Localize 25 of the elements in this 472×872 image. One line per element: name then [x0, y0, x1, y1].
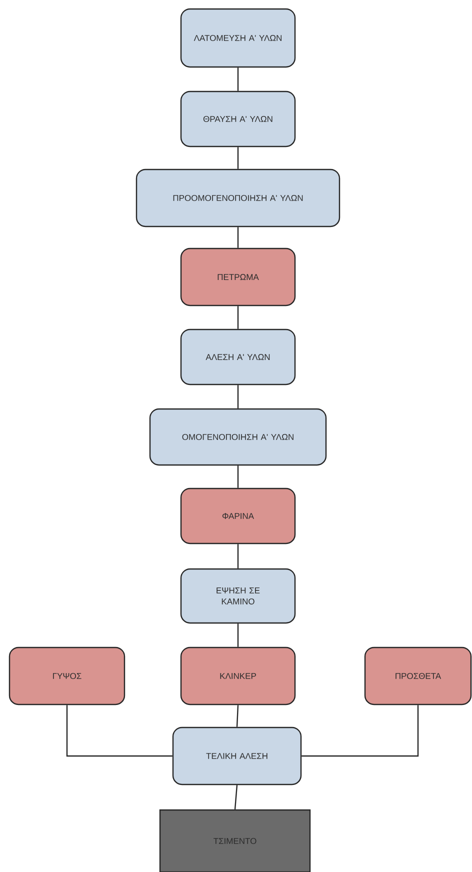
- material-box: ΠΡΟΣΘΕΤΑ: [364, 646, 472, 706]
- connector-line: [237, 544, 239, 568]
- connector-line: [237, 385, 239, 408]
- connector-line: [236, 705, 239, 727]
- process-box: ΑΛΕΣΗ Α' ΥΛΩΝ: [180, 328, 296, 386]
- material-box: ΚΛΙΝΚΕΡ: [180, 646, 296, 706]
- process-box: ΛΑΤΟΜΕΥΣΗ Α' ΥΛΩΝ: [180, 8, 296, 68]
- process-box: ΕΨΗΣΗ ΣΕ ΚΑΜΙΝΟ: [180, 568, 296, 624]
- connector-line: [237, 68, 239, 91]
- connector-line: [237, 227, 239, 248]
- connector-line: [237, 466, 239, 488]
- connector-line: [234, 785, 238, 810]
- product-box: ΤΣΙΜΕΝΤΟ: [159, 809, 311, 872]
- material-box: ΦΑΡΙΝΑ: [180, 488, 296, 544]
- connector-line: [66, 705, 172, 757]
- connector-line: [237, 147, 239, 169]
- material-box: ΠΕΤΡΩΜΑ: [180, 248, 296, 306]
- material-box: ΓΥΨΟΣ: [8, 646, 126, 706]
- connector-line: [237, 306, 239, 329]
- process-box: ΟΜΟΓΕΝΟΠΟΙΗΣΗ Α' ΥΛΩΝ: [149, 408, 327, 466]
- connector-line: [237, 624, 239, 647]
- connector-line: [302, 705, 419, 757]
- process-box: ΠΡΟΟΜΟΓΕΝΟΠΟΙΗΣΗ Α' ΥΛΩΝ: [136, 168, 340, 228]
- process-box: ΤΕΛΙΚΗ ΑΛΕΣΗ: [172, 726, 302, 786]
- process-box: ΘΡΑΥΣΗ Α' ΥΛΩΝ: [180, 90, 296, 148]
